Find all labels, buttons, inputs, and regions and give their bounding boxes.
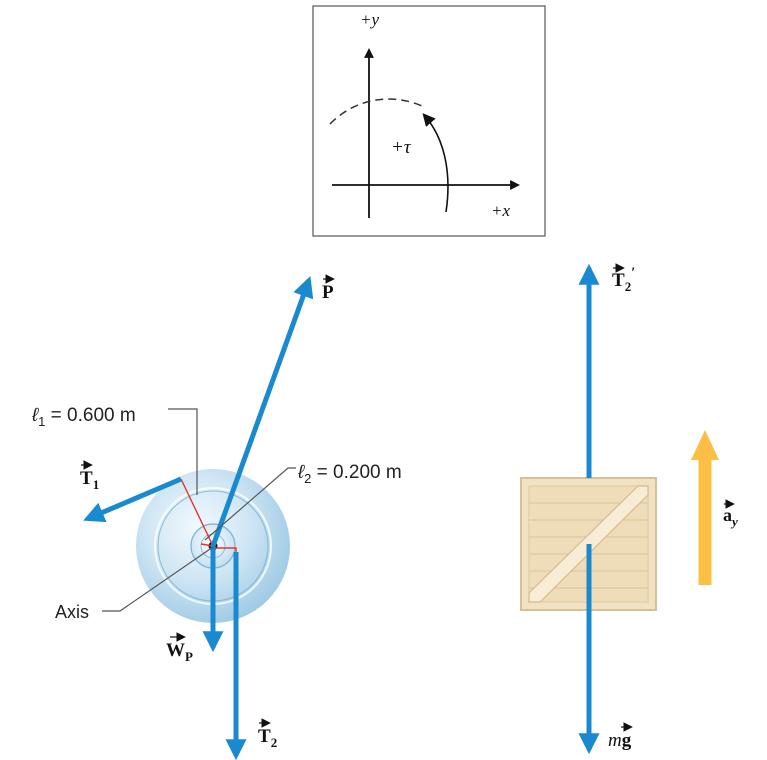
axes-sign-convention-box: +y +x +τ [312,5,546,237]
acceleration-ay-arrow [691,430,719,585]
l1-dimension-label: ℓ1 = 0.600 m [31,405,136,429]
crate-free-body: T2′ mg ay [520,263,738,755]
lever-arm-1 [200,543,214,547]
label-WP: WP [166,632,193,664]
force-P-arrow [210,276,314,547]
l1-leader-line [168,408,198,495]
l2-leader-line [204,467,296,541]
svg-text:P: P [322,282,334,303]
l2-dimension-label: ℓ2 = 0.200 m [297,462,402,486]
label-mg: mg [608,722,633,751]
label-P: P [322,274,335,303]
svg-text:ay: ay [723,505,738,529]
pulley-free-body: ℓ1 = 0.600 m ℓ2 = 0.200 m Axis P T1 WP T… [31,274,402,760]
torque-label: +τ [391,137,412,158]
svg-text:T2: T2 [258,726,277,750]
lever-arm-2 [215,547,237,552]
y-axis-label: +y [360,10,379,29]
x-axis-label: +x [491,201,510,220]
lever-arms [180,478,237,552]
force-T1-arrow [83,476,182,523]
svg-text:T1: T1 [80,468,99,492]
svg-text:T2′: T2′ [612,265,635,294]
label-T2: T2 [258,718,277,750]
axis-leader-line [102,546,214,612]
lever-arm-1-perp [180,478,214,547]
label-ay: ay [723,499,738,529]
label-T2prime: T2′ [612,263,635,294]
axis-label: Axis [55,602,89,622]
svg-text:mg: mg [608,730,632,751]
svg-text:WP: WP [166,640,193,664]
label-T1: T1 [80,460,99,492]
torque-direction-arrow [422,113,449,213]
